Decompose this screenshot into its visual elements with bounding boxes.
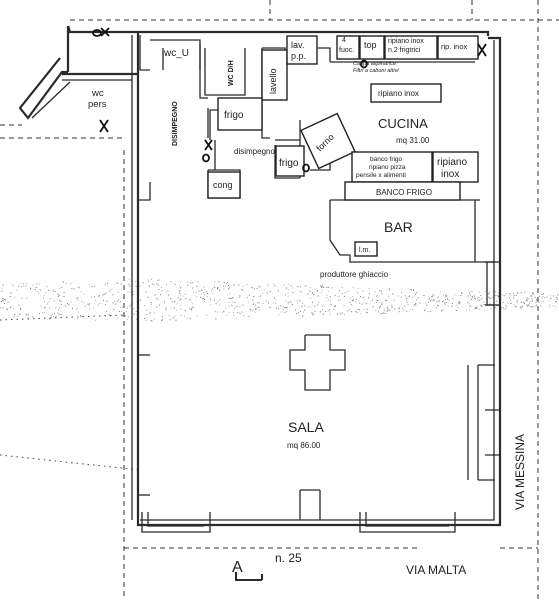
label-cappa-1: Cappa aspiratrice <box>353 61 396 67</box>
label-ripiano-inox-n2-2: n.2 frigtrici <box>388 47 421 54</box>
circle-mark <box>92 29 102 37</box>
label-ripiano-right-1: ripiano <box>437 157 467 168</box>
label-frigo-upper: frigo <box>224 110 244 121</box>
room-labels: wc_U wc pers DISIMPEGNO WC D/H lavello l… <box>88 37 527 577</box>
fixtures <box>207 35 479 257</box>
label-cappa-2: Filtri a caboni attivi <box>353 68 399 74</box>
label-lav-1: lav. <box>291 40 304 50</box>
label-wc-pers-1: wc <box>91 88 104 99</box>
label-via-malta: VIA MALTA <box>406 563 466 577</box>
label-sala-area: mq 86.00 <box>287 441 321 450</box>
label-lavello: lavello <box>268 68 278 94</box>
inner-walls <box>138 35 501 533</box>
section-marker <box>235 572 263 581</box>
outer-walls <box>18 25 502 527</box>
label-lm: l.m. <box>359 247 370 254</box>
label-cucina: CUCINA <box>378 116 428 131</box>
label-sala: SALA <box>288 419 324 435</box>
label-banco-frigo: BANCO FRIGO <box>376 188 432 197</box>
label-disimpegno: disimpegno <box>234 147 275 156</box>
label-wc-pers-2: pers <box>88 99 107 110</box>
label-banco-frigo-small-2: ripiano pizza <box>369 164 406 171</box>
cross-mark <box>100 27 110 37</box>
label-civic-number: n. 25 <box>275 551 302 565</box>
label-section-letter: A <box>232 559 243 576</box>
label-banco-frigo-small-3: pensile x alimenti <box>356 172 406 179</box>
label-cucina-area: mq 31.00 <box>396 136 430 145</box>
label-cong: cong <box>213 180 233 190</box>
cross-mark <box>99 119 109 133</box>
circle-mark <box>360 59 368 69</box>
label-banco-frigo-small-1: banco frigo <box>370 156 403 163</box>
label-wc-dh: WC D/H <box>228 60 235 86</box>
scan-noise <box>0 278 559 322</box>
label-disimpegno-vertical: DISIMPEGNO <box>172 101 179 146</box>
label-fourfuoc-2: fuoc. <box>339 47 354 54</box>
circle-mark <box>302 163 310 173</box>
label-produttore: produttore ghiaccio <box>320 270 389 279</box>
label-wc-u: wc_U <box>163 48 189 59</box>
label-ripiano-right-2: inox <box>441 169 459 180</box>
label-frigo-lower: frigo <box>279 158 299 169</box>
cross-mark <box>477 43 487 57</box>
label-lav-2: p.p. <box>291 51 306 61</box>
label-fourfuoc-1: 4 <box>342 37 346 44</box>
label-via-messina: VIA MESSINA <box>513 434 527 510</box>
cross-mark <box>204 139 213 151</box>
label-rip-inox: rip. inox <box>441 42 468 51</box>
label-ripiano-inox: ripiano inox <box>378 89 419 98</box>
label-top: top <box>364 40 377 50</box>
hand-marks <box>92 27 487 173</box>
label-ripiano-inox-n2-1: ripiano inox <box>388 38 424 45</box>
label-bar: BAR <box>384 219 413 235</box>
circle-mark <box>202 153 210 163</box>
